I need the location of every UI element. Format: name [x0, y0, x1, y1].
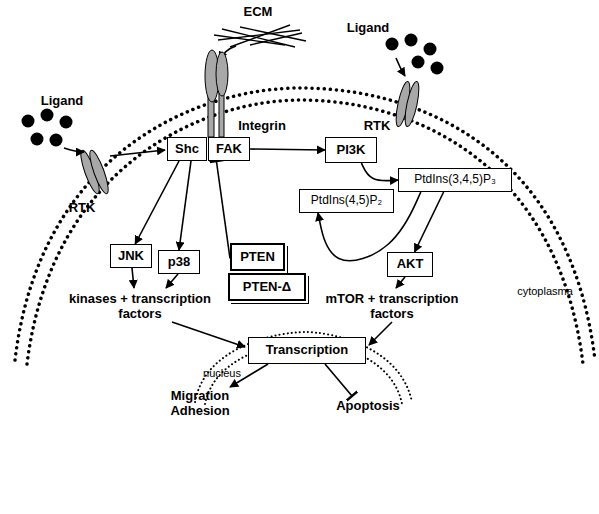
process-box: Shc [167, 137, 207, 161]
ligand-dot [431, 62, 444, 75]
text-label: RTK [57, 200, 107, 215]
signal-arrow [172, 322, 245, 347]
process-box: FAK [208, 137, 250, 161]
node-label: AKT [397, 257, 424, 271]
signal-arrow [166, 274, 178, 288]
text-label: ECM [228, 4, 288, 19]
signal-arrow [132, 268, 134, 288]
connector-arrow [135, 161, 179, 244]
process-box: JNK [110, 244, 152, 268]
text-label: Migration Adhesion [160, 388, 240, 418]
ligand-arrow [64, 148, 84, 152]
text-label: Ligand [27, 93, 97, 108]
process-box: PtdIns(4,5)P₂ [299, 189, 394, 213]
node-label: Shc [175, 142, 199, 156]
node-label: PTEN-Δ [243, 280, 291, 294]
signal-arrow [369, 322, 392, 345]
node-label: PtdIns(3,4,5)P₃ [414, 173, 496, 186]
process-box: PTEN [230, 243, 285, 271]
integrin-symbol [216, 52, 228, 96]
text-label: cytoplasma [505, 284, 585, 299]
process-box: p38 [158, 250, 200, 274]
connector-arrow [250, 149, 325, 150]
text-label: RTK [357, 118, 397, 133]
node-label: JNK [118, 249, 144, 263]
node-label: p38 [168, 255, 190, 269]
process-box: PtdIns(3,4,5)P₃ [398, 168, 512, 192]
text-label: kinases + transcription factors [64, 291, 216, 321]
ligand-dot [412, 56, 425, 69]
ligand-dot [405, 34, 418, 47]
receptor-symbol [402, 80, 421, 127]
node-label: Transcription [266, 343, 348, 357]
cell-membrane [15, 88, 595, 360]
process-box: PTEN-Δ [228, 273, 306, 301]
ecm-fibre [250, 33, 302, 45]
connector-layer [135, 149, 443, 261]
process-box: AKT [387, 252, 433, 277]
text-label: Ligand [333, 20, 403, 35]
ligand-dot [50, 134, 63, 147]
connector-arrow [179, 161, 191, 250]
integrin-symbol [219, 90, 224, 137]
node-label: PTEN [240, 250, 275, 264]
ligand-dot [41, 109, 54, 122]
inhibition-line [325, 364, 352, 396]
ligand-dot [424, 43, 437, 56]
ligand-dot [31, 133, 44, 146]
text-label: Apoptosis [323, 398, 413, 413]
cell-membrane [27, 100, 583, 364]
ligand-dot [386, 38, 399, 51]
connector-arrow [415, 192, 444, 252]
node-label: PtdIns(4,5)P₂ [311, 194, 382, 207]
ligand-dot [60, 116, 73, 129]
text-label: Integrin [231, 118, 293, 133]
receptor-symbol [86, 149, 111, 196]
ligand-arrow [396, 58, 405, 76]
text-label: mTOR + transcription factors [316, 291, 468, 321]
ligand-dot [22, 115, 35, 128]
node-label: PI3K [337, 143, 366, 157]
connector-arrow [361, 163, 398, 181]
text-label: nucleus [192, 366, 252, 381]
node-label: FAK [216, 142, 242, 156]
signal-arrow [110, 150, 165, 156]
process-box: PI3K [325, 137, 377, 163]
signal-arrow [396, 277, 405, 288]
connector-arrow [216, 161, 230, 258]
process-box: Transcription [248, 337, 366, 364]
